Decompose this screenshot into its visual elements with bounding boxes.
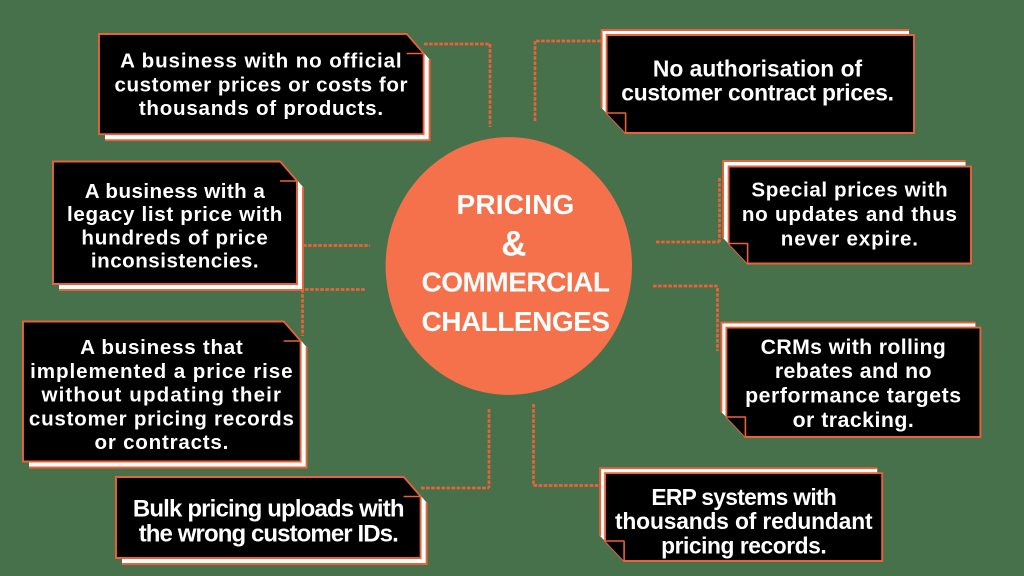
svg-text:customer prices or costs for: customer prices or costs for — [115, 73, 408, 96]
svg-text:Bulk pricing uploads with: Bulk pricing uploads with — [133, 496, 404, 523]
svg-text:A business with a: A business with a — [85, 180, 266, 203]
svg-text:A business that: A business that — [80, 336, 243, 359]
svg-text:&: & — [501, 225, 530, 264]
svg-text:rebates and no: rebates and no — [775, 359, 932, 383]
svg-text:thousands of products.: thousands of products. — [139, 97, 384, 120]
svg-text:customer contract prices.: customer contract prices. — [621, 80, 893, 106]
svg-text:hundreds of price: hundreds of price — [81, 226, 268, 249]
svg-text:pricing records.: pricing records. — [661, 532, 826, 558]
svg-text:Special prices with: Special prices with — [751, 179, 948, 202]
svg-text:inconsistencies.: inconsistencies. — [91, 250, 259, 273]
svg-text:the wrong customer IDs.: the wrong customer IDs. — [139, 520, 398, 547]
svg-text:without updating their: without updating their — [40, 384, 282, 407]
svg-text:legacy list price with: legacy list price with — [67, 203, 283, 226]
svg-text:customer pricing records: customer pricing records — [29, 407, 295, 430]
svg-text:No authorisation of: No authorisation of — [653, 56, 863, 82]
svg-text:never expire.: never expire. — [781, 228, 919, 251]
svg-text:or tracking.: or tracking. — [793, 408, 915, 432]
svg-text:COMMERCIAL: COMMERCIAL — [421, 267, 609, 298]
svg-text:or contracts.: or contracts. — [94, 431, 229, 454]
svg-text:A business with no official: A business with no official — [120, 50, 402, 73]
svg-text:thousands of redundant: thousands of redundant — [615, 508, 873, 534]
svg-text:ERP systems with: ERP systems with — [651, 484, 836, 510]
svg-text:performance targets: performance targets — [745, 384, 962, 408]
svg-text:CHALLENGES: CHALLENGES — [421, 306, 609, 337]
svg-text:implemented a price rise: implemented a price rise — [30, 360, 293, 383]
svg-text:PRICING: PRICING — [457, 189, 575, 220]
svg-text:CRMs with rolling: CRMs with rolling — [761, 335, 946, 359]
svg-text:no updates and thus: no updates and thus — [742, 203, 958, 226]
